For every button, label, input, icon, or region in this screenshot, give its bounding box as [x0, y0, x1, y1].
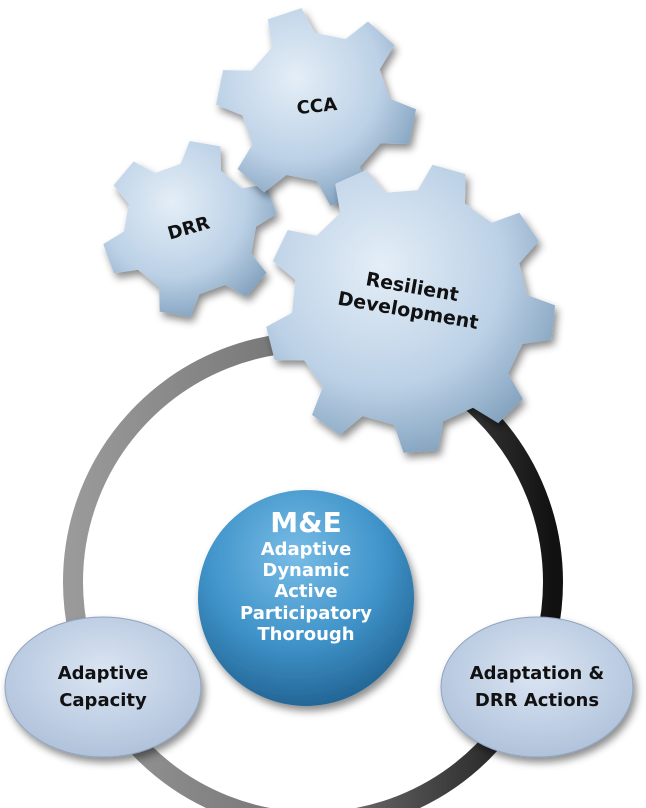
adaptive-capacity-line-2: Capacity: [59, 690, 147, 711]
resilient-development-gear: [266, 164, 555, 453]
adaptation-line-1: Adaptation &: [469, 663, 605, 684]
me-center-circle: [198, 490, 414, 706]
adaptive-capacity-line-1: Adaptive: [57, 663, 149, 684]
me-line-thorough: Thorough: [257, 623, 355, 645]
me-line-participatory: Participatory: [240, 602, 372, 624]
me-line-dynamic: Dynamic: [262, 560, 350, 582]
adaptation-line-2: DRR Actions: [474, 690, 600, 711]
me-line-active: Active: [274, 581, 338, 603]
adaptive-capacity-label: Adaptive Capacity: [33, 660, 173, 714]
me-title: M&E: [270, 506, 342, 539]
me-center-text: M&E Adaptive Dynamic Active Participator…: [206, 506, 406, 645]
adaptation-drr-actions-label: Adaptation & DRR Actions: [457, 660, 617, 714]
cca-gear: [216, 8, 416, 206]
drr-gear: [103, 141, 277, 317]
adaptation-drr-actions-node: [440, 616, 634, 758]
adaptive-capacity-node: [4, 616, 202, 758]
me-line-adaptive: Adaptive: [260, 538, 352, 560]
